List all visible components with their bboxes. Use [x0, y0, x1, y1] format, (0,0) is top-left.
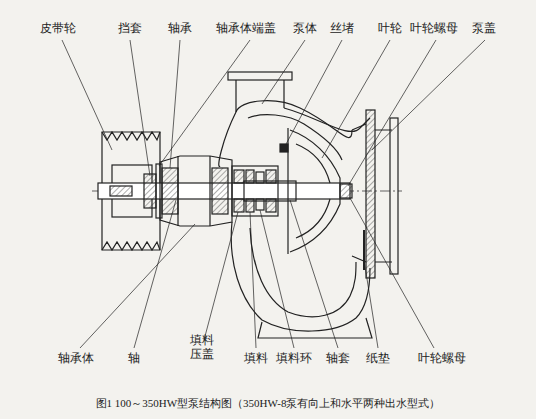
part-label: 轴: [128, 352, 140, 366]
part-label: 泵体: [293, 22, 317, 36]
part-label: 皮带轮: [40, 22, 76, 36]
part-label: 轴承体: [58, 352, 94, 366]
part-label: 轴承体端盖: [216, 22, 276, 36]
part-label: 叶轮螺母: [418, 352, 466, 366]
figure-caption: 图1 100～350HW型泵结构图（350HW-8泵有向上和水平两种出水型式）: [96, 396, 441, 411]
part-label: 纸垫: [366, 352, 390, 366]
part-label: 填料: [244, 352, 268, 366]
part-label: 叶轮: [378, 22, 402, 36]
part-label: 叶轮螺母: [410, 22, 458, 36]
leader-lines: [62, 40, 485, 348]
part-label: 轴套: [326, 352, 350, 366]
part-label: 泵盖: [472, 22, 496, 36]
part-label: 填料环: [276, 352, 312, 366]
pump-outline: [92, 72, 402, 338]
part-label: 填料压盖: [190, 334, 215, 362]
part-label: 丝堵: [330, 22, 354, 36]
part-label: 轴承: [168, 22, 192, 36]
part-label: 挡套: [118, 22, 142, 36]
